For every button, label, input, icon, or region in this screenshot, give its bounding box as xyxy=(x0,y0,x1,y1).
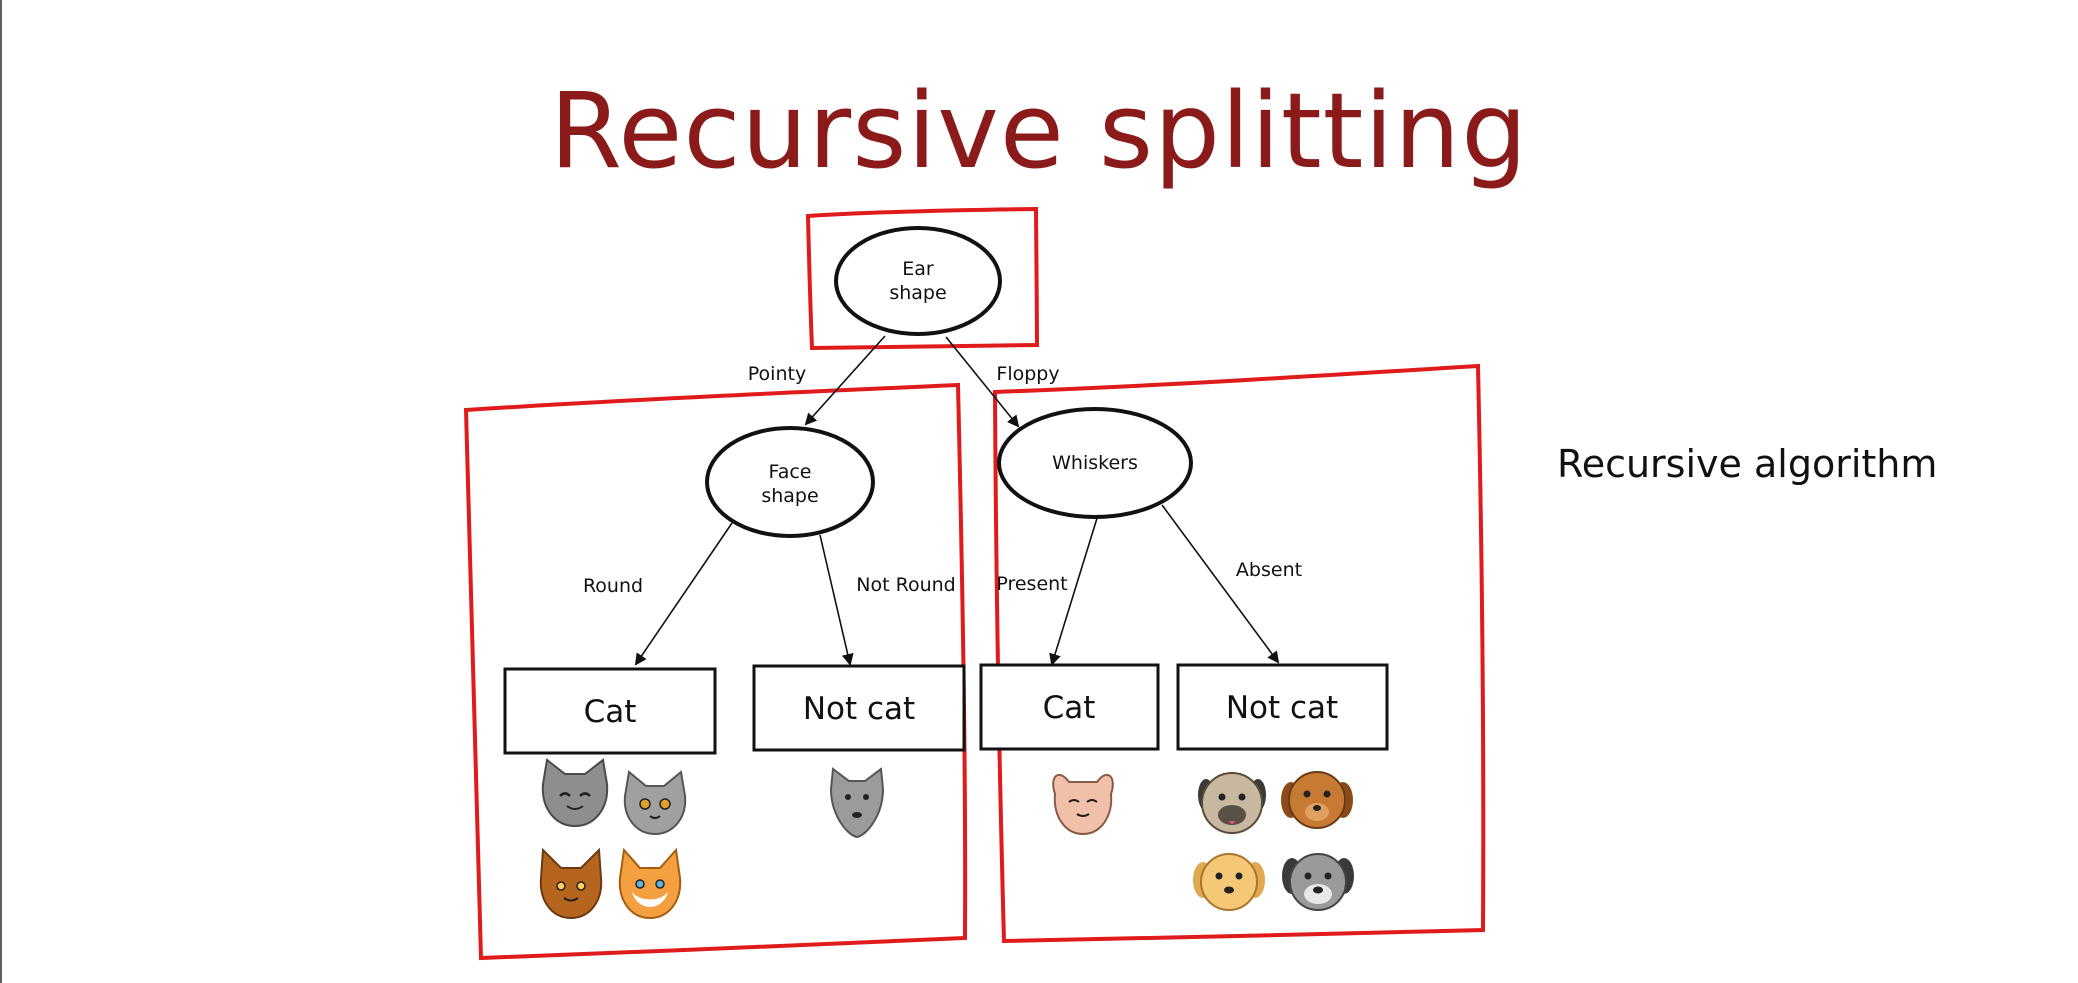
edge-pointy-arrow xyxy=(804,335,886,426)
cat-icon xyxy=(541,758,609,828)
node-whiskers-label: Whiskers xyxy=(1052,452,1138,474)
cat-icon xyxy=(623,770,687,836)
leaf-not-cat-left-label: Not cat xyxy=(803,691,915,727)
node-face-shape-line2: shape xyxy=(761,485,818,507)
edge-not-round-arrow xyxy=(819,534,854,666)
leaf-cat-left-label: Cat xyxy=(584,694,637,730)
node-face-shape xyxy=(705,426,875,538)
dog-icon xyxy=(1281,771,1353,829)
edge-label-floppy: Floppy xyxy=(996,363,1059,385)
root-highlight-box xyxy=(805,206,1040,351)
edge-absent-arrow xyxy=(1161,504,1280,664)
node-ear-shape-line2: shape xyxy=(889,282,946,304)
right-subtree-highlight-box xyxy=(992,363,1486,944)
edge-label-not-round: Not Round xyxy=(856,574,955,596)
edge-label-present: Present xyxy=(996,573,1067,595)
node-whiskers xyxy=(997,407,1193,519)
node-face-shape-line1: Face xyxy=(769,461,812,483)
left-edge-divider xyxy=(0,0,2,983)
cat-icon xyxy=(539,847,603,920)
dog-icon xyxy=(1282,853,1354,911)
edge-label-absent: Absent xyxy=(1236,559,1302,581)
side-label: Recursive algorithm xyxy=(1557,442,1938,486)
slide-title: Recursive splitting xyxy=(549,70,1529,192)
leaf-not-cat-right xyxy=(1176,663,1389,751)
leaf-cat-left xyxy=(503,667,717,755)
edge-present-arrow xyxy=(1049,514,1099,666)
dog-icon xyxy=(829,767,885,839)
cat-icon xyxy=(618,847,682,920)
edge-label-round: Round xyxy=(583,575,643,597)
leaf-not-cat-left xyxy=(752,664,966,752)
leaf-cat-right-label: Cat xyxy=(1043,690,1096,726)
left-subtree-highlight-box xyxy=(463,382,968,961)
edge-round-arrow xyxy=(634,522,733,666)
cat-icon xyxy=(1052,773,1114,836)
node-ear-shape-line1: Ear xyxy=(902,258,934,280)
leaf-not-cat-right-label: Not cat xyxy=(1226,690,1338,726)
dog-icon xyxy=(1193,853,1265,911)
node-ear-shape xyxy=(834,226,1002,336)
dog-icon xyxy=(1198,772,1266,834)
edge-label-pointy: Pointy xyxy=(748,363,806,385)
leaf-cat-right xyxy=(979,663,1160,751)
edge-floppy-arrow xyxy=(945,336,1020,428)
